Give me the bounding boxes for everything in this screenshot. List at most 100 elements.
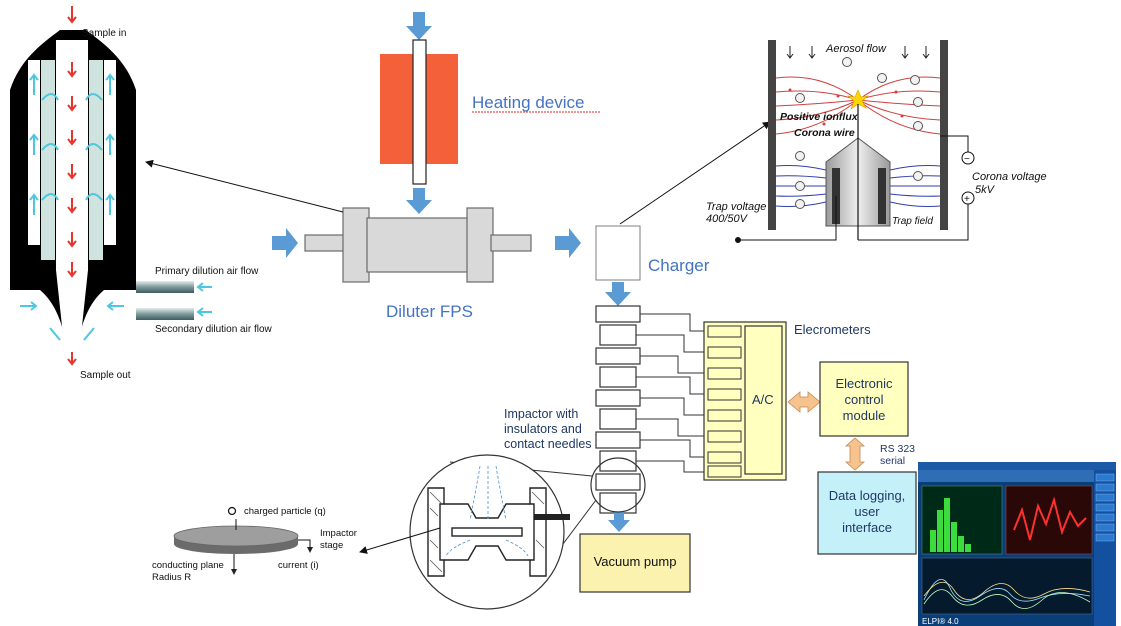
diluter-outlet-arrow [555, 228, 581, 258]
ionflux-field-lines [775, 76, 941, 135]
logging-interface: Data logging, user interface [817, 471, 917, 555]
plus-terminal [961, 191, 975, 205]
trap-voltage-node [735, 237, 741, 243]
screen-red-series [1013, 496, 1087, 541]
vacuum-pump: Vacuum pump [579, 533, 691, 593]
impactor-to-pump-arrow [608, 512, 630, 532]
fps-red-arrows [67, 6, 77, 366]
screen-bottom-series [923, 578, 1091, 609]
minus-terminal [961, 151, 975, 165]
ac-converter-block [744, 325, 783, 475]
heater-flow-arrow-out [406, 188, 432, 214]
label-corona-voltage-1: Corona voltage [972, 171, 1047, 183]
fps-cyan-arrows [20, 73, 124, 341]
label-rs323: RS 323 [880, 443, 915, 455]
fps-right-porous [89, 60, 103, 260]
label-impactor-1: Impactor with [504, 407, 578, 421]
aerosol-particles [795, 57, 923, 209]
screen-green-bars [930, 498, 971, 552]
vacuum-pump-box [579, 533, 691, 593]
electrometer-channels [707, 325, 742, 478]
ac-control-double-arrow [787, 391, 821, 413]
corona-circuit-lower [858, 204, 969, 241]
screen-footer-label: ELPI® 4.0 [922, 617, 959, 626]
label-charged-particle: charged particle (q) [244, 506, 326, 517]
fps-left-porous [41, 60, 55, 260]
screen-right-chart-bg [1005, 485, 1093, 555]
charger-box [595, 225, 641, 281]
label-positive-ionflux: Positive ionflux [780, 111, 859, 123]
label-vacuum-pump: Vacuum pump [594, 554, 677, 569]
corona-circuit [940, 135, 969, 152]
label-logging-1: Data logging, [829, 488, 906, 503]
label-logging-3: interface [842, 520, 892, 535]
label-trap-field: Trap field [892, 216, 933, 227]
label-secondary-flow: Secondary dilution air flow [155, 324, 273, 335]
diluter-inlet-arrow [272, 228, 298, 258]
screen-titlebar [918, 462, 1116, 470]
label-heating-device: Heating device [472, 93, 584, 112]
primary-inlet-arrow [196, 282, 212, 292]
label-trap-voltage-2: 400/50V [706, 213, 749, 225]
charger-left-wall [768, 40, 776, 230]
label-trap-voltage-1: Trap voltage [706, 201, 766, 213]
charger-detail: − + Aerosol flow Positive ionflux Corona… [706, 40, 1047, 243]
label-aerosol-flow: Aerosol flow [825, 43, 887, 55]
logging-box [817, 471, 917, 555]
label-impactor-2: insulators and [504, 422, 582, 436]
control-module: Electronic control module [819, 361, 909, 437]
impactor-stages [595, 305, 641, 514]
label-impactor: Impactor [320, 528, 357, 539]
screen-side-panel [1094, 470, 1116, 626]
control-module-box [819, 361, 909, 437]
contact-needle [534, 514, 570, 520]
minus-sign: − [964, 154, 970, 165]
label-ac: A/C [752, 392, 774, 407]
control-logging-double-arrow [844, 437, 866, 471]
screen-toolbar [918, 470, 1094, 482]
trap-electrode-right-plate [878, 168, 886, 224]
label-charger: Charger [648, 256, 710, 275]
fps-secondary-right [80, 300, 136, 356]
software-screenshot: ELPI® 4.0 [918, 462, 1116, 626]
diluter-right-pipe [490, 234, 532, 252]
pointer-diluter-to-fps [145, 159, 344, 213]
label-conducting-plane: conducting plane [152, 560, 224, 571]
diluter-fps: Diluter FPS [272, 207, 581, 321]
impactor-stack: Impactor with insulators and contact nee… [504, 305, 708, 532]
charger-right-wall [940, 40, 948, 230]
charge-dots [788, 88, 904, 126]
label-logging-2: user [854, 504, 880, 519]
label-sample-out: Sample out [80, 370, 131, 381]
zoom-flow-lines [445, 465, 529, 557]
needle-wires [636, 313, 708, 473]
label-control-1: Electronic [835, 376, 893, 391]
label-impactor-3: contact needles [504, 437, 592, 451]
label-diluter-fps: Diluter FPS [386, 302, 473, 321]
label-primary-flow: Primary dilution air flow [155, 266, 259, 277]
label-corona-wire: Corona wire [794, 127, 855, 139]
screen-side-buttons [1095, 473, 1115, 542]
label-electrometers: Elecrometers [794, 322, 871, 337]
pointer-zoom-to-stage [359, 527, 441, 554]
charger: Charger [595, 121, 771, 306]
label-sample-in: Sample in [82, 28, 126, 39]
aerosol-inflow-arrows [786, 46, 930, 59]
trap-voltage-lead [738, 196, 837, 241]
heater-flow-arrow-in [406, 12, 432, 40]
secondary-inlet-arrow [196, 307, 212, 317]
diluter-right-flange [466, 207, 494, 283]
fps-cross-section: Sample in Primary dilution air flow Seco… [10, 6, 273, 381]
impactor-zoom-detail [409, 454, 570, 610]
screen-bottom-chart-bg [921, 557, 1093, 615]
charged-particle-icon [227, 506, 237, 516]
heater-tube [412, 39, 427, 185]
label-stage: stage [320, 540, 343, 551]
current-path [298, 539, 313, 553]
impactor-principle: charged particle (q) Impactor stage curr… [152, 506, 357, 583]
label-current: current (i) [278, 560, 319, 571]
plus-sign: + [964, 194, 970, 205]
primary-air-inlet [136, 281, 194, 293]
fps-core [56, 40, 88, 270]
